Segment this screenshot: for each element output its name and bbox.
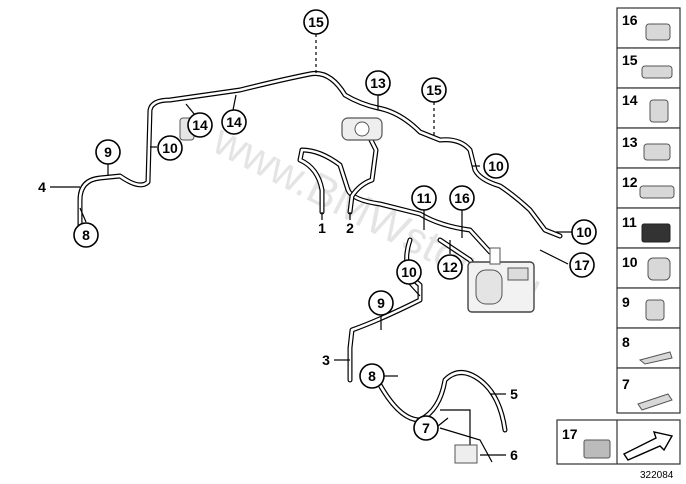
- callout-14-left: 14: [187, 112, 213, 138]
- callout-10-lower-label: 10: [401, 264, 417, 280]
- callout-17: 17: [569, 252, 595, 278]
- reference-number: 322084: [640, 470, 674, 481]
- callout-10-mid: 10: [483, 153, 509, 179]
- parts-panel-item: 8: [616, 327, 681, 369]
- parts-panel-item-number: 10: [622, 254, 638, 270]
- callout-10-lower: 10: [396, 259, 422, 285]
- callout-10-left: 10: [157, 135, 183, 161]
- callout-15-top-label: 15: [308, 14, 324, 30]
- callout-14-left-label: 14: [192, 117, 208, 133]
- callout-7: 7: [413, 415, 439, 441]
- parts-panel-item: 13: [616, 127, 681, 169]
- callout-13: 13: [365, 70, 391, 96]
- brake-hose-assembly: [377, 370, 508, 464]
- callout-12: 12: [437, 254, 463, 280]
- callout-11: 11: [411, 185, 437, 211]
- parts-panel-item: 14: [616, 87, 681, 129]
- callout-17-label: 17: [574, 257, 590, 273]
- parts-panel: 16 15 14 13 12 11 10: [556, 7, 681, 465]
- callout-10-mid-label: 10: [488, 158, 504, 174]
- callout-9-left: 9: [95, 139, 121, 165]
- parts-panel-item: 9: [616, 287, 681, 329]
- callout-9-lower-label: 9: [377, 295, 385, 311]
- callout-10-left-label: 10: [162, 140, 178, 156]
- callout-14-right-label: 14: [226, 114, 242, 130]
- label-2: 2: [346, 220, 354, 236]
- callout-12-label: 12: [442, 259, 458, 275]
- callout-8-left-label: 8: [82, 227, 90, 243]
- front-brake-pipe: [77, 70, 563, 239]
- parts-panel-item-number: 8: [622, 334, 630, 350]
- callout-11-label: 11: [417, 190, 432, 206]
- parts-panel-bottom-item: 17: [556, 419, 681, 465]
- callout-16-label: 16: [454, 190, 470, 206]
- parts-panel-item: 15: [616, 47, 681, 89]
- label-1: 1: [318, 220, 326, 236]
- callout-14-right: 14: [221, 109, 247, 135]
- callout-8-lower-label: 8: [368, 368, 376, 384]
- parts-panel-item-number: 12: [622, 174, 638, 190]
- callout-7-label: 7: [422, 420, 430, 436]
- callout-16: 16: [449, 185, 475, 211]
- parts-panel-item: 7: [616, 367, 681, 414]
- label-3: 3: [322, 352, 330, 368]
- callout-13-label: 13: [370, 75, 386, 91]
- parts-panel-item-number: 7: [622, 376, 630, 392]
- parts-panel-item-number: 11: [622, 214, 637, 230]
- parts-panel-item: 10: [616, 247, 681, 289]
- label-6: 6: [510, 447, 518, 463]
- leader-lines: [50, 34, 572, 456]
- callout-15-top: 15: [303, 9, 329, 35]
- parts-panel-item: 16: [616, 7, 681, 49]
- parts-panel-item: 11: [616, 207, 681, 249]
- callout-8-left: 8: [73, 222, 99, 248]
- label-4: 4: [38, 179, 46, 195]
- parts-panel-item: 12: [616, 167, 681, 209]
- parts-panel-item-number: 16: [622, 12, 638, 28]
- parts-panel-item-number: 15: [622, 52, 638, 68]
- callout-15-right-label: 15: [426, 82, 442, 98]
- arrow-icon: [622, 431, 674, 461]
- parts-panel-bottom-item-number: 17: [562, 426, 578, 442]
- parts-panel-item-number: 14: [622, 92, 638, 108]
- callout-10-right-label: 10: [576, 224, 592, 240]
- callout-10-right: 10: [571, 219, 597, 245]
- label-5: 5: [510, 386, 518, 402]
- abs-hydraulic-unit: [467, 247, 535, 313]
- callout-9-left-label: 9: [104, 144, 112, 160]
- parts-panel-item-number: 9: [622, 294, 630, 310]
- callout-9-lower: 9: [368, 290, 394, 316]
- callout-15-right: 15: [421, 77, 447, 103]
- callout-8-lower: 8: [359, 363, 385, 389]
- parts-panel-item-number: 13: [622, 134, 638, 150]
- brake-bracket: [341, 117, 383, 141]
